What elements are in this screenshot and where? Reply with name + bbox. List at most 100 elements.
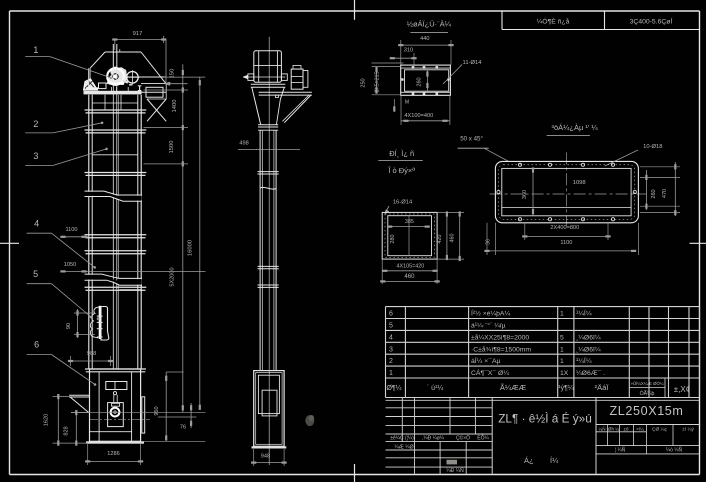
svg-text:1098: 1098 — [573, 180, 586, 186]
svg-text:76: 76 — [180, 425, 186, 431]
svg-text:1: 1 — [560, 358, 564, 365]
svg-text:1X: 1X — [560, 370, 569, 377]
svg-text:10-Ø18: 10-Ø18 — [643, 144, 662, 150]
svg-text:3: 3 — [33, 151, 38, 161]
svg-text:1: 1 — [560, 346, 564, 353]
svg-text:³öÁ¼¿Àµ ¹' ¼: ³öÁ¼¿Àµ ¹' ¼ — [552, 123, 599, 132]
svg-text:¹¼Í¼: ¹¼Í¼ — [576, 356, 592, 365]
svg-text:11-Ø14: 11-Ø14 — [463, 60, 483, 66]
svg-text:2X400=800: 2X400=800 — [550, 225, 579, 231]
svg-text:310: 310 — [404, 48, 413, 54]
svg-text:Î ò Ðý×ª: Î ò Ðý×ª — [387, 166, 415, 175]
svg-text:1620: 1620 — [44, 414, 50, 426]
svg-text:1: 1 — [33, 45, 38, 55]
svg-text:260: 260 — [651, 189, 657, 198]
svg-text:250: 250 — [361, 78, 367, 87]
svg-text:CÁ¶¯X¯ Ø¼: CÁ¶¯X¯ Ø¼ — [471, 368, 509, 377]
svg-text:4X100=400: 4X100=400 — [404, 113, 433, 119]
svg-text:¼Æ ¼Ø: ¼Æ ¼Ø — [394, 445, 413, 451]
svg-text:440: 440 — [420, 36, 429, 42]
svg-text:Í¼: Í¼ — [550, 456, 559, 465]
svg-text:ÐÍ¸ Ì¿ ñ: ÐÍ¸ Ì¿ ñ — [389, 149, 414, 158]
svg-text:5: 5 — [33, 269, 38, 279]
svg-text:90: 90 — [66, 323, 72, 329]
svg-text:ÈÕ¼: ÈÕ¼ — [477, 435, 489, 442]
svg-text:±,X¢: ±,X¢ — [674, 385, 690, 394]
svg-text:470: 470 — [662, 189, 668, 198]
svg-text:2: 2 — [33, 119, 38, 129]
svg-text:2: 2 — [389, 358, 393, 365]
svg-text:6: 6 — [34, 340, 39, 350]
svg-text:260: 260 — [417, 77, 423, 86]
svg-text:5X2000: 5X2000 — [170, 267, 176, 286]
svg-text:1: 1 — [560, 311, 564, 318]
svg-text:5: 5 — [560, 334, 564, 341]
svg-text:Øh ¼: Øh ¼ — [608, 426, 619, 431]
svg-text:420: 420 — [437, 235, 443, 244]
svg-text:²ÄáÏ: ²ÄáÏ — [595, 383, 610, 392]
svg-text:1050: 1050 — [64, 262, 76, 268]
svg-text:¹ý¶¼: ¹ý¶¼ — [558, 385, 574, 392]
svg-text:2X5=215: 2X5=215 — [375, 71, 381, 92]
svg-text:ÓÃ¼þ: ÓÃ¼þ — [640, 390, 655, 397]
svg-text:Ç©×Ö: Ç©×Ö — [456, 435, 470, 442]
svg-text:1400: 1400 — [172, 100, 178, 113]
svg-text:,¼Ð ¼ø¼: ,¼Ð ¼ø¼ — [422, 436, 445, 442]
svg-text:±ê: ±ê — [623, 426, 629, 431]
svg-text:½øÁÏ¿Ú·¨À¼: ½øÁÏ¿Ú·¨À¼ — [407, 20, 452, 29]
svg-text:M: M — [405, 100, 409, 106]
svg-text:»ÜÍ¼X¼Æ ØÓ¼: »ÜÍ¼X¼Æ ØÓ¼ — [630, 381, 664, 386]
svg-text:4X105=420: 4X105=420 — [397, 264, 425, 270]
svg-text:1100: 1100 — [560, 240, 572, 246]
svg-text:460: 460 — [404, 274, 415, 280]
svg-text:16-Ø14: 16-Ø14 — [393, 200, 413, 206]
svg-text:1286: 1286 — [107, 451, 119, 457]
svg-text:3: 3 — [389, 346, 393, 353]
svg-text:6: 6 — [389, 311, 393, 318]
svg-text:950: 950 — [154, 406, 160, 415]
svg-text:50 x 45°: 50 x 45° — [460, 136, 483, 143]
svg-text:4: 4 — [34, 218, 39, 228]
svg-text:460: 460 — [450, 234, 456, 243]
svg-text:1100: 1100 — [65, 227, 77, 233]
svg-text:¼Ø6Æ¯ .: ¼Ø6Æ¯ . — [576, 369, 605, 377]
svg-text:ÇØ ¼ç: ÇØ ¼ç — [652, 426, 668, 432]
svg-text:Á¿: Á¿ — [524, 456, 534, 465]
svg-text:3Ç400-5.6ÇøÍ: 3Ç400-5.6ÇøÍ — [630, 17, 673, 26]
svg-text:5: 5 — [389, 323, 393, 330]
svg-text:ZL250X15m: ZL250X15m — [609, 404, 683, 418]
svg-text:4: 4 — [389, 334, 393, 341]
svg-text:¼ò ¼Ñ: ¼ò ¼Ñ — [666, 447, 683, 454]
svg-text:á¹¼·¨°´ ¼ïµ: á¹¼·¨°´ ¼ïµ — [471, 322, 506, 330]
svg-text:988: 988 — [87, 351, 96, 357]
svg-text:Ø¶¼: Ø¶¼ — [386, 385, 401, 392]
svg-text:36: 36 — [486, 239, 492, 245]
svg-text:±å¼XX25ì¶8=2000: ±å¼XX25ì¶8=2000 — [471, 333, 529, 341]
svg-text:1: 1 — [389, 370, 393, 377]
svg-text:±ì ¼ý: ±ì ¼ý — [682, 426, 694, 432]
svg-text:948: 948 — [261, 454, 270, 460]
svg-text:ZL¶ · ê½Ì á É ý»ú: ZL¶ · ê½Ì á É ý»ú — [498, 412, 592, 426]
svg-text:´ ú¹¼: ´ ú¹¼ — [427, 385, 444, 392]
svg-text:Í²½ ×é¼þA¼: Í²½ ×é¼þA¼ — [471, 309, 510, 318]
svg-text:360: 360 — [522, 190, 528, 199]
svg-text:385: 385 — [405, 219, 414, 225]
svg-text:¸¼Ø6î¼: ¸¼Ø6î¼ — [576, 346, 601, 353]
svg-text:¼Ó¶È ñ¿å: ¼Ó¶È ñ¿å — [537, 17, 570, 26]
svg-text:áÍ¼ ×¯Aµ: áÍ¼ ×¯Aµ — [471, 356, 500, 365]
svg-text:¦ ¼Ñ: ¦ ¼Ñ — [615, 447, 626, 454]
svg-text:¼Ñ: ¼Ñ — [598, 425, 605, 431]
svg-text:Ã¼ÆÆ: Ã¼ÆÆ — [500, 383, 527, 392]
svg-text:917: 917 — [133, 31, 143, 37]
svg-text:·C±å¾ì¶8=1500mm: ·C±å¾ì¶8=1500mm — [471, 345, 531, 353]
svg-text:280: 280 — [390, 235, 396, 244]
svg-text:16000: 16000 — [188, 240, 194, 256]
svg-text:×ì¼: ×ì¼ — [636, 426, 644, 431]
svg-text:150: 150 — [169, 69, 175, 79]
svg-text:¼Ð ¼Ñ: ¼Ð ¼Ñ — [446, 467, 464, 474]
svg-text:498: 498 — [239, 141, 248, 147]
svg-text:±ê¼Ç (¦¼): ±ê¼Ç (¦¼) — [390, 436, 414, 442]
svg-text:¸¼Ø6î¼: ¸¼Ø6î¼ — [576, 334, 601, 341]
svg-text:828: 828 — [64, 426, 70, 435]
svg-text:1500: 1500 — [169, 141, 175, 154]
